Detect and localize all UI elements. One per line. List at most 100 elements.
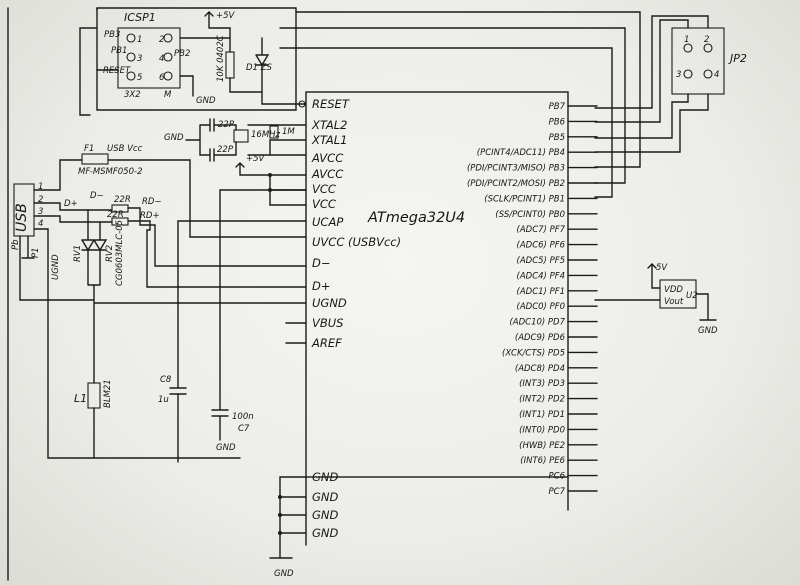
chip-pin-right-4: (PDI/PCINT3/MISO) PB3: [467, 164, 565, 174]
usb-pin-wires: [33, 159, 89, 301]
decoupling-caps: C8 1u 100n C7 GND: [158, 189, 307, 463]
jp2-pin-4-label: 4: [714, 70, 719, 80]
tvs-diodes: [81, 209, 108, 286]
chip-pin-right-16: (XCK/CTS) PD5: [502, 348, 565, 358]
icsp-pin-4: [163, 52, 173, 62]
r-dplus-label: 22R: [107, 210, 124, 220]
sensor-ref: U2: [686, 291, 698, 301]
chip-pin-right-20: (INT1) PD1: [519, 410, 565, 420]
crystal-gnd: GND: [164, 133, 184, 143]
usb-connector: [13, 183, 35, 237]
icsp-pin-5: [126, 71, 136, 81]
icsp-pin-3-label: 3: [137, 54, 142, 64]
c7-name: C7: [238, 424, 250, 434]
jp2-pin-2: [703, 43, 713, 53]
icsp-pin-2: [163, 33, 173, 43]
jp2-pin-1-label: 1: [684, 35, 689, 45]
chip-pin-right-9: (ADC6) PF6: [517, 241, 566, 251]
avcc-vcc-bus: [269, 154, 307, 206]
gnd-bus: [269, 476, 307, 559]
icsp-pin-1-label: 1: [137, 35, 142, 45]
icsp-label-pb2: PB2: [174, 49, 190, 59]
usb-pin-2: 2: [38, 195, 43, 205]
chip-pin-right-10: (ADC5) PF5: [517, 256, 565, 266]
chip-pin-right-22: (HWB) PE2: [519, 441, 565, 451]
crystal-value: 16MHz: [251, 130, 281, 140]
crystal-resistor-label: 1M: [282, 127, 295, 137]
tvs2-label: RV2: [105, 245, 115, 262]
reset-diode-wires: [229, 37, 270, 93]
crystal-c2: 22P: [217, 145, 234, 155]
icsp-pin-4-label: 4: [159, 54, 164, 64]
chip-pin-right-21: (INT0) PD0: [519, 425, 565, 435]
jp2-pin-2-label: 2: [704, 35, 709, 45]
icsp-size: 3X2: [124, 90, 141, 100]
icsp-vcc-wire: [179, 11, 231, 39]
uvcc-wire: [107, 159, 307, 238]
chip-gnd-pin-1: GND: [312, 490, 339, 504]
chip-pin-left-4: AVCC: [311, 167, 343, 181]
chip-gnd-pin-3: GND: [312, 526, 339, 540]
tvs1-label: RV1: [73, 245, 83, 262]
pb-label: Pb: [11, 239, 21, 250]
chip-pin-right-23: (INT6) PE6: [520, 456, 565, 466]
sensor-wires: [594, 263, 717, 321]
usb-d-to-chip: [139, 207, 307, 288]
ugnd-label: UGND: [51, 254, 61, 280]
chip-pin-left-10: D+: [312, 279, 331, 293]
chip-pin-left-0: RESET: [312, 97, 350, 111]
chip-pin-left-6: VCC: [312, 197, 336, 211]
chip-pin-right-24: PC6: [549, 472, 566, 482]
junction: [268, 173, 272, 177]
chip-pin-right-7: (SS/PCINT0) PB0: [495, 210, 565, 220]
crystal-c1: 22P: [218, 120, 235, 130]
junction: [278, 513, 282, 517]
icsp-reset-wires: [96, 69, 297, 105]
icsp-left-net: [79, 27, 98, 116]
chip-pin-left-11: UGND: [312, 296, 347, 310]
chip-pin-right-3: (PCINT4/ADC11) PB4: [477, 148, 565, 158]
chip-pin-right-25: PC7: [549, 487, 566, 497]
icsp-pin-1: [126, 33, 136, 43]
crystal-vcc: +5V: [246, 154, 266, 164]
shield-wires: [19, 235, 49, 301]
c8-name: C8: [160, 375, 172, 385]
inductor-body: [87, 382, 101, 409]
icsp-name: ICSP1: [124, 11, 156, 24]
icsp-label-pb3: PB3: [104, 30, 120, 40]
fuse-label: F1: [84, 144, 94, 154]
chip-pin-right-19: (INT2) PD2: [519, 395, 565, 405]
reset-diode-label: D1 ZS: [246, 63, 272, 73]
icsp-box: [117, 27, 181, 89]
inductor-label: L1: [74, 392, 87, 405]
chip-gnd-pin-2: GND: [312, 508, 339, 522]
chip-body: [305, 91, 569, 478]
fuse-body: [81, 153, 109, 165]
sensor-u2: VDD Vout U2 5V GND: [594, 263, 718, 336]
ugnd-net: [47, 284, 307, 459]
reset-bubble: [298, 100, 306, 108]
crystal-body: [233, 129, 249, 143]
chip-pin-right-12: (ADC1) PF1: [517, 287, 565, 297]
jp2-wires: [594, 15, 709, 153]
usb-pin-4: 4: [38, 219, 43, 229]
chip-pin-left-3: AVCC: [311, 151, 343, 165]
icsp-gnd-wire: [179, 75, 194, 97]
icsp-vcc: +5V: [216, 11, 236, 21]
sensor-vout: Vout: [664, 297, 684, 307]
chip-pin-left-12: VBUS: [312, 316, 343, 330]
c8-value: 1u: [158, 395, 169, 405]
sensor-gnd: GND: [698, 326, 718, 336]
chip-pin-left-9: D−: [312, 256, 331, 270]
icsp-pin-3: [126, 52, 136, 62]
icsp-frame: [96, 7, 297, 111]
usb-label: USB: [14, 203, 30, 232]
chip-pin-right-1: PB6: [549, 117, 566, 127]
chip-pin-right-0: PB7: [549, 102, 566, 112]
usb-pin-3: 3: [38, 207, 43, 217]
pb2-net: [279, 27, 626, 184]
